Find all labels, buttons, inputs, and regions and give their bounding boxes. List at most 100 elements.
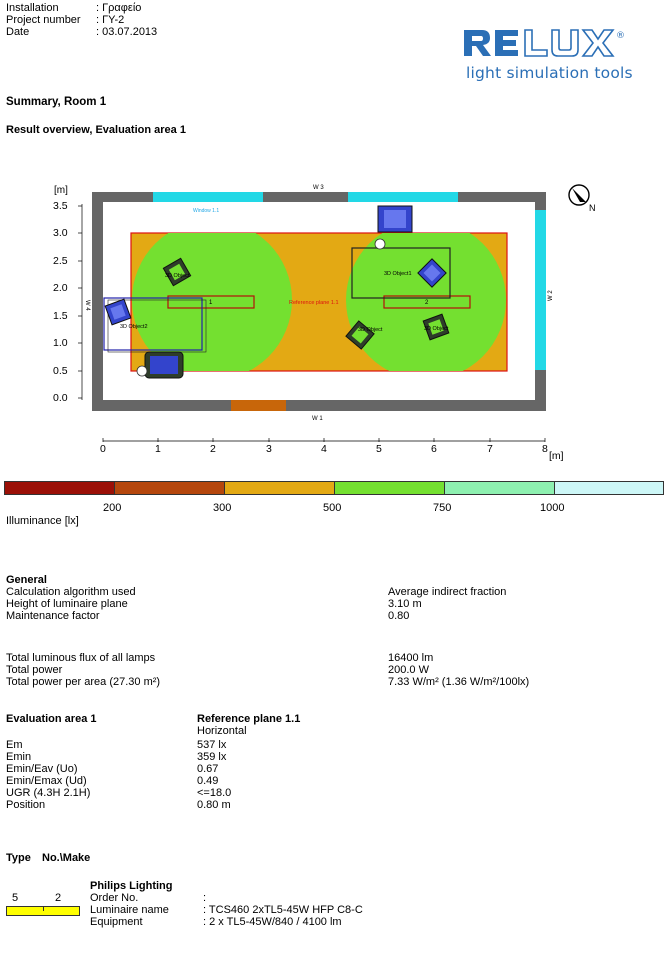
- luminaire-name-value: : TCS460 2xTL5-45W HFP C8-C: [203, 904, 363, 916]
- chair-icon: [417, 258, 447, 288]
- logo-tagline: light simulation tools: [466, 64, 633, 82]
- chair-icon: [422, 313, 450, 341]
- evaluation-value: <=18.0: [197, 787, 232, 799]
- luminaire-name-label: Luminaire name: [90, 904, 169, 916]
- evaluation-label: Emin: [6, 751, 32, 763]
- y-tick-label: 1.0: [53, 337, 68, 349]
- date-label: Date: [6, 26, 30, 38]
- installation-value: : Γραφείο: [96, 2, 142, 14]
- evaluation-label: UGR (4.3H 2.1H): [6, 787, 91, 799]
- project-row: Project number : ΓΥ-2: [6, 14, 124, 26]
- make-heading: No.\Make: [42, 852, 91, 864]
- compass-north: N: [589, 203, 596, 213]
- x-tick-label: 0: [100, 443, 106, 455]
- wall-label-w3: W 3: [313, 185, 324, 191]
- general-value: 7.33 W/m² (1.36 W/m²/100lx): [388, 676, 530, 688]
- general-value: 0.80: [388, 610, 410, 622]
- general-label: Total power: [6, 664, 63, 676]
- luminaire-2: [383, 295, 471, 309]
- order-value: :: [203, 892, 207, 904]
- chair-icon: [162, 257, 192, 287]
- x-tick-label: 4: [321, 443, 327, 455]
- x-tick-label: 6: [431, 443, 437, 455]
- illuminance-scale: [4, 481, 664, 495]
- object-label: 3D Object: [424, 326, 449, 332]
- luminaire-symbol-icon: [6, 906, 80, 916]
- y-tick-label: 3.0: [53, 227, 68, 239]
- lamp-icon: [136, 365, 148, 377]
- scale-tick-label: 1000: [540, 502, 565, 514]
- general-value: 16400 lm: [388, 652, 434, 664]
- y-tick-label: 2.5: [53, 255, 68, 267]
- equipment-label: Equipment: [90, 916, 143, 928]
- evaluation-label: Position: [6, 799, 46, 811]
- luminaire-1: [167, 295, 255, 309]
- window-top-left: [153, 192, 263, 202]
- green-zone-right: [346, 233, 506, 371]
- general-heading: General: [6, 574, 47, 586]
- summary-title: Summary, Room 1: [6, 96, 107, 108]
- scale-segment: [444, 481, 555, 495]
- project-label: Project number: [6, 14, 81, 26]
- lamp-icon: [374, 238, 386, 250]
- object-label: 3D Object2: [120, 324, 148, 330]
- x-tick-label: 2: [210, 443, 216, 455]
- object-label: 3D Object: [358, 327, 383, 333]
- object-label: 3D Object1: [384, 271, 412, 277]
- chair-icon: [104, 298, 132, 326]
- evaluation-value: 359 lx: [197, 751, 227, 763]
- date-row: Date: 03.07.2013: [6, 26, 157, 38]
- x-tick-label: 8: [542, 443, 548, 455]
- evaluation-plane: Reference plane 1.1: [197, 713, 301, 725]
- installation-label: Installation: [6, 2, 59, 14]
- installation-row: Installation : Γραφείο: [6, 2, 141, 14]
- scale-segment: [224, 481, 335, 495]
- chair-icon: [144, 351, 184, 379]
- wall-label-w2: W 2: [548, 290, 554, 301]
- y-tick-label: 3.5: [53, 200, 68, 212]
- x-tick-label: 3: [266, 443, 272, 455]
- desk-left: [103, 297, 203, 351]
- scale-segment: [4, 481, 115, 495]
- window-label: Window 1.1: [193, 208, 219, 214]
- scale-segment: [334, 481, 445, 495]
- registered-mark: ®: [616, 31, 625, 41]
- scale-tick-label: 300: [213, 502, 232, 514]
- window-top-right: [348, 192, 458, 202]
- wall-label-w4: W 4: [84, 300, 90, 311]
- general-label: Calculation algorithm used: [6, 586, 136, 598]
- object-label: 3D Object: [165, 273, 190, 279]
- scale-segment: [554, 481, 664, 495]
- window-right: [535, 210, 546, 370]
- reference-plane-label: Reference plane 1.1: [289, 300, 339, 306]
- type-heading: Type: [6, 852, 31, 864]
- project-value: : ΓΥ-2: [96, 14, 125, 26]
- y-tick-label: 0.5: [53, 365, 68, 377]
- scale-segment: [114, 481, 225, 495]
- floor-plan: [m] 3.5 3.0 2.5 2.0 1.5 1.0 0.5 0.0 Wind…: [53, 184, 596, 462]
- y-tick-label: 1.5: [53, 310, 68, 322]
- luminaire-count: 2: [55, 892, 62, 904]
- y-tick-label: 0.0: [53, 392, 68, 404]
- result-title: Result overview, Evaluation area 1: [6, 124, 186, 136]
- evaluation-label: Emin/Emax (Ud): [6, 775, 87, 787]
- evaluation-value: 537 lx: [197, 739, 227, 751]
- y-axis: 3.5 3.0 2.5 2.0 1.5 1.0 0.5 0.0: [53, 200, 83, 404]
- x-tick-label: 5: [376, 443, 382, 455]
- evaluation-label: Emin/Eav (Uo): [6, 763, 78, 775]
- evaluation-value: 0.49: [197, 775, 219, 787]
- general-label: Total power per area (27.30 m²): [6, 676, 161, 688]
- x-tick-label: 1: [155, 443, 161, 455]
- x-unit: [m]: [549, 450, 564, 462]
- wall-label-w1: W 1: [312, 416, 323, 422]
- evaluation-heading: Evaluation area 1: [6, 713, 97, 725]
- evaluation-value: 0.67: [197, 763, 219, 775]
- evaluation-label: Em: [6, 739, 23, 751]
- general-label: Height of luminaire plane: [6, 598, 128, 610]
- equipment-value: : 2 x TL5-45W/840 / 4100 lm: [203, 916, 342, 928]
- general-label: Total luminous flux of all lamps: [6, 652, 156, 664]
- scale-caption: Illuminance [lx]: [6, 515, 79, 527]
- y-tick-label: 2.0: [53, 282, 68, 294]
- door: [231, 400, 286, 411]
- evaluation-value: 0.80 m: [197, 799, 231, 811]
